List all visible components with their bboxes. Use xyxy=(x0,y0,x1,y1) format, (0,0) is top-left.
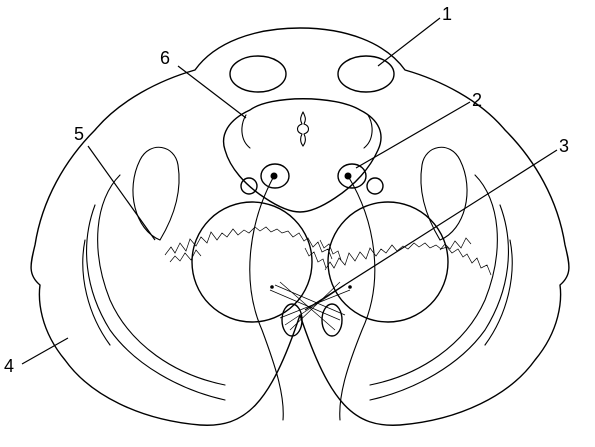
aqueduct xyxy=(298,112,309,146)
tract-left xyxy=(250,176,283,420)
label-4: 4 xyxy=(4,356,14,376)
tegmental-nucleus-right xyxy=(364,115,372,148)
fiber-texture-left xyxy=(165,227,332,259)
tectum-oval-left xyxy=(230,56,286,92)
tegmental-nucleus-left xyxy=(242,115,250,148)
label-5: 5 xyxy=(74,124,84,144)
label-2: 2 xyxy=(472,90,482,110)
folia-left-2 xyxy=(87,205,225,400)
label-1: 1 xyxy=(442,4,452,24)
small-circle-right xyxy=(367,178,383,194)
fiber-texture-right xyxy=(325,243,491,275)
label-6: 6 xyxy=(160,48,170,68)
tract-right xyxy=(340,176,375,420)
tectum-oval-right xyxy=(338,56,394,92)
folia-right-2 xyxy=(370,205,508,400)
tegmentum-body xyxy=(224,99,381,212)
folia-right-1 xyxy=(370,175,497,385)
leader-line-6 xyxy=(178,66,246,118)
lower-oval-right xyxy=(322,304,342,336)
folia-left-1 xyxy=(98,175,225,385)
leader-line-2 xyxy=(356,102,470,168)
lateral-loop-left xyxy=(133,147,179,240)
leader-line-1 xyxy=(378,18,440,66)
label-3: 3 xyxy=(559,136,569,156)
leader-line-4 xyxy=(22,338,68,364)
lateral-loop-right xyxy=(421,147,467,240)
leader-line-3 xyxy=(305,150,557,310)
